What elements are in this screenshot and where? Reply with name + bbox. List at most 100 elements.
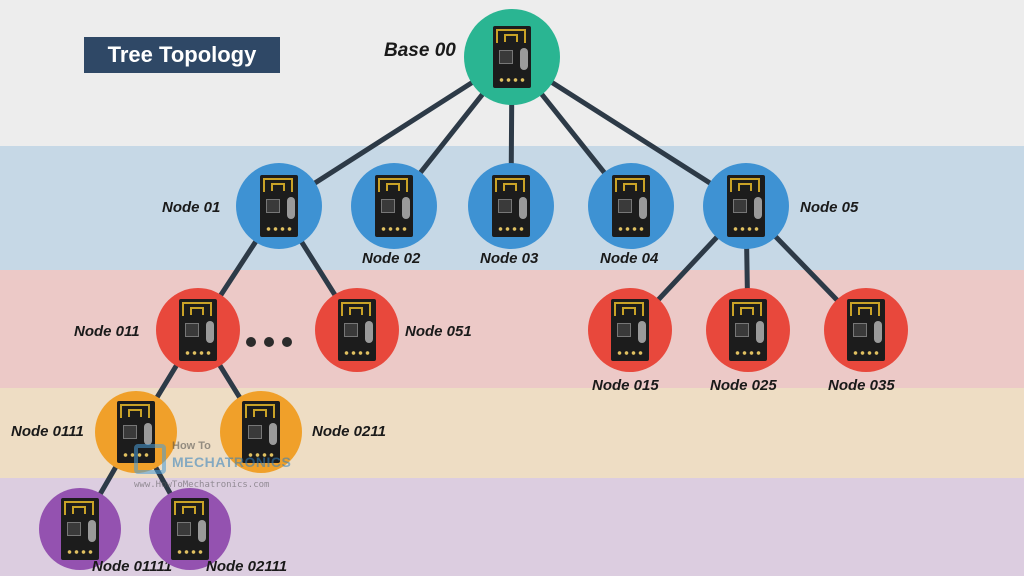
chip-ic-icon [344, 323, 358, 337]
node-n02 [351, 163, 437, 249]
chip-ic-icon [248, 425, 262, 439]
crystal-icon [874, 321, 882, 343]
crystal-icon [206, 321, 214, 343]
antenna-trace-icon [496, 29, 526, 43]
chip-ic-icon [185, 323, 199, 337]
crystal-icon [402, 197, 410, 219]
antenna-trace-icon [615, 178, 645, 192]
pin-header-icon [498, 76, 526, 84]
chip-ic-icon [733, 199, 747, 213]
watermark-url: www.HowToMechatronics.com [134, 480, 270, 490]
rf-module-icon [493, 26, 531, 88]
crystal-icon [365, 321, 373, 343]
watermark-line1: How To [172, 440, 211, 452]
node-label-n01111: Node 01111 [92, 558, 173, 575]
node-label-n0211: Node 0211 [312, 423, 386, 440]
pin-header-icon [734, 349, 762, 357]
rf-module-icon [727, 175, 765, 237]
chip-ic-icon [177, 522, 191, 536]
node-n05 [703, 163, 789, 249]
chip-ic-icon [499, 50, 513, 64]
crystal-icon [520, 48, 528, 70]
antenna-trace-icon [182, 302, 212, 316]
pin-header-icon [616, 349, 644, 357]
pin-header-icon [176, 548, 204, 556]
crystal-icon [269, 423, 277, 445]
ellipsis-dots [246, 334, 302, 348]
watermark-line2: MECHATRONICS [172, 454, 292, 470]
node-label-n011: Node 011 [74, 323, 140, 340]
antenna-trace-icon [732, 302, 762, 316]
antenna-trace-icon [614, 302, 644, 316]
rf-module-icon [179, 299, 217, 361]
pin-header-icon [617, 225, 645, 233]
node-label-n051: Node 051 [405, 323, 472, 340]
antenna-trace-icon [378, 178, 408, 192]
chip-ic-icon [498, 199, 512, 213]
chip-ic-icon [123, 425, 137, 439]
node-n025 [706, 288, 790, 372]
antenna-trace-icon [730, 178, 760, 192]
pin-header-icon [380, 225, 408, 233]
node-base [464, 9, 560, 105]
pin-header-icon [343, 349, 371, 357]
node-n0211 [220, 391, 302, 473]
pin-header-icon [184, 349, 212, 357]
rf-module-icon [338, 299, 376, 361]
crystal-icon [88, 520, 96, 542]
antenna-trace-icon [120, 404, 150, 418]
crystal-icon [519, 197, 527, 219]
watermark-logo: How To MECHATRONICS www.HowToMechatronic… [134, 438, 291, 494]
rf-module-icon [729, 299, 767, 361]
crystal-icon [639, 197, 647, 219]
node-label-n05: Node 05 [800, 199, 859, 216]
crystal-icon [144, 423, 152, 445]
antenna-trace-icon [245, 404, 275, 418]
antenna-trace-icon [341, 302, 371, 316]
node-n01111 [39, 488, 121, 570]
node-label-n035: Node 035 [828, 377, 895, 394]
rf-module-icon [492, 175, 530, 237]
pin-header-icon [497, 225, 525, 233]
rf-module-icon [847, 299, 885, 361]
chip-ic-icon [67, 522, 81, 536]
crystal-icon [756, 321, 764, 343]
rf-module-icon [375, 175, 413, 237]
antenna-trace-icon [850, 302, 880, 316]
antenna-trace-icon [174, 501, 204, 515]
crystal-icon [198, 520, 206, 542]
node-n011 [156, 288, 240, 372]
chip-ic-icon [266, 199, 280, 213]
diagram-title: Tree Topology [84, 37, 280, 73]
crystal-icon [287, 197, 295, 219]
rf-module-icon [61, 498, 99, 560]
chip-ic-icon [381, 199, 395, 213]
rf-module-icon [611, 299, 649, 361]
node-label-n015: Node 015 [592, 377, 659, 394]
antenna-trace-icon [263, 178, 293, 192]
pin-header-icon [247, 451, 275, 459]
node-n03 [468, 163, 554, 249]
watermark-mark-icon [134, 444, 166, 474]
chip-ic-icon [618, 199, 632, 213]
rf-module-icon [242, 401, 280, 463]
node-label-n0111: Node 0111 [11, 423, 84, 440]
pin-header-icon [852, 349, 880, 357]
node-label-n02: Node 02 [362, 250, 421, 267]
node-label-n03: Node 03 [480, 250, 539, 267]
rf-module-icon [171, 498, 209, 560]
node-label-n025: Node 025 [710, 377, 777, 394]
rf-module-icon [260, 175, 298, 237]
antenna-trace-icon [64, 501, 94, 515]
node-label-n04: Node 04 [600, 250, 659, 267]
pin-header-icon [732, 225, 760, 233]
chip-ic-icon [735, 323, 749, 337]
pin-header-icon [66, 548, 94, 556]
node-n035 [824, 288, 908, 372]
node-n015 [588, 288, 672, 372]
node-n051 [315, 288, 399, 372]
chip-ic-icon [853, 323, 867, 337]
antenna-trace-icon [495, 178, 525, 192]
node-label-base: Base 00 [384, 40, 456, 61]
